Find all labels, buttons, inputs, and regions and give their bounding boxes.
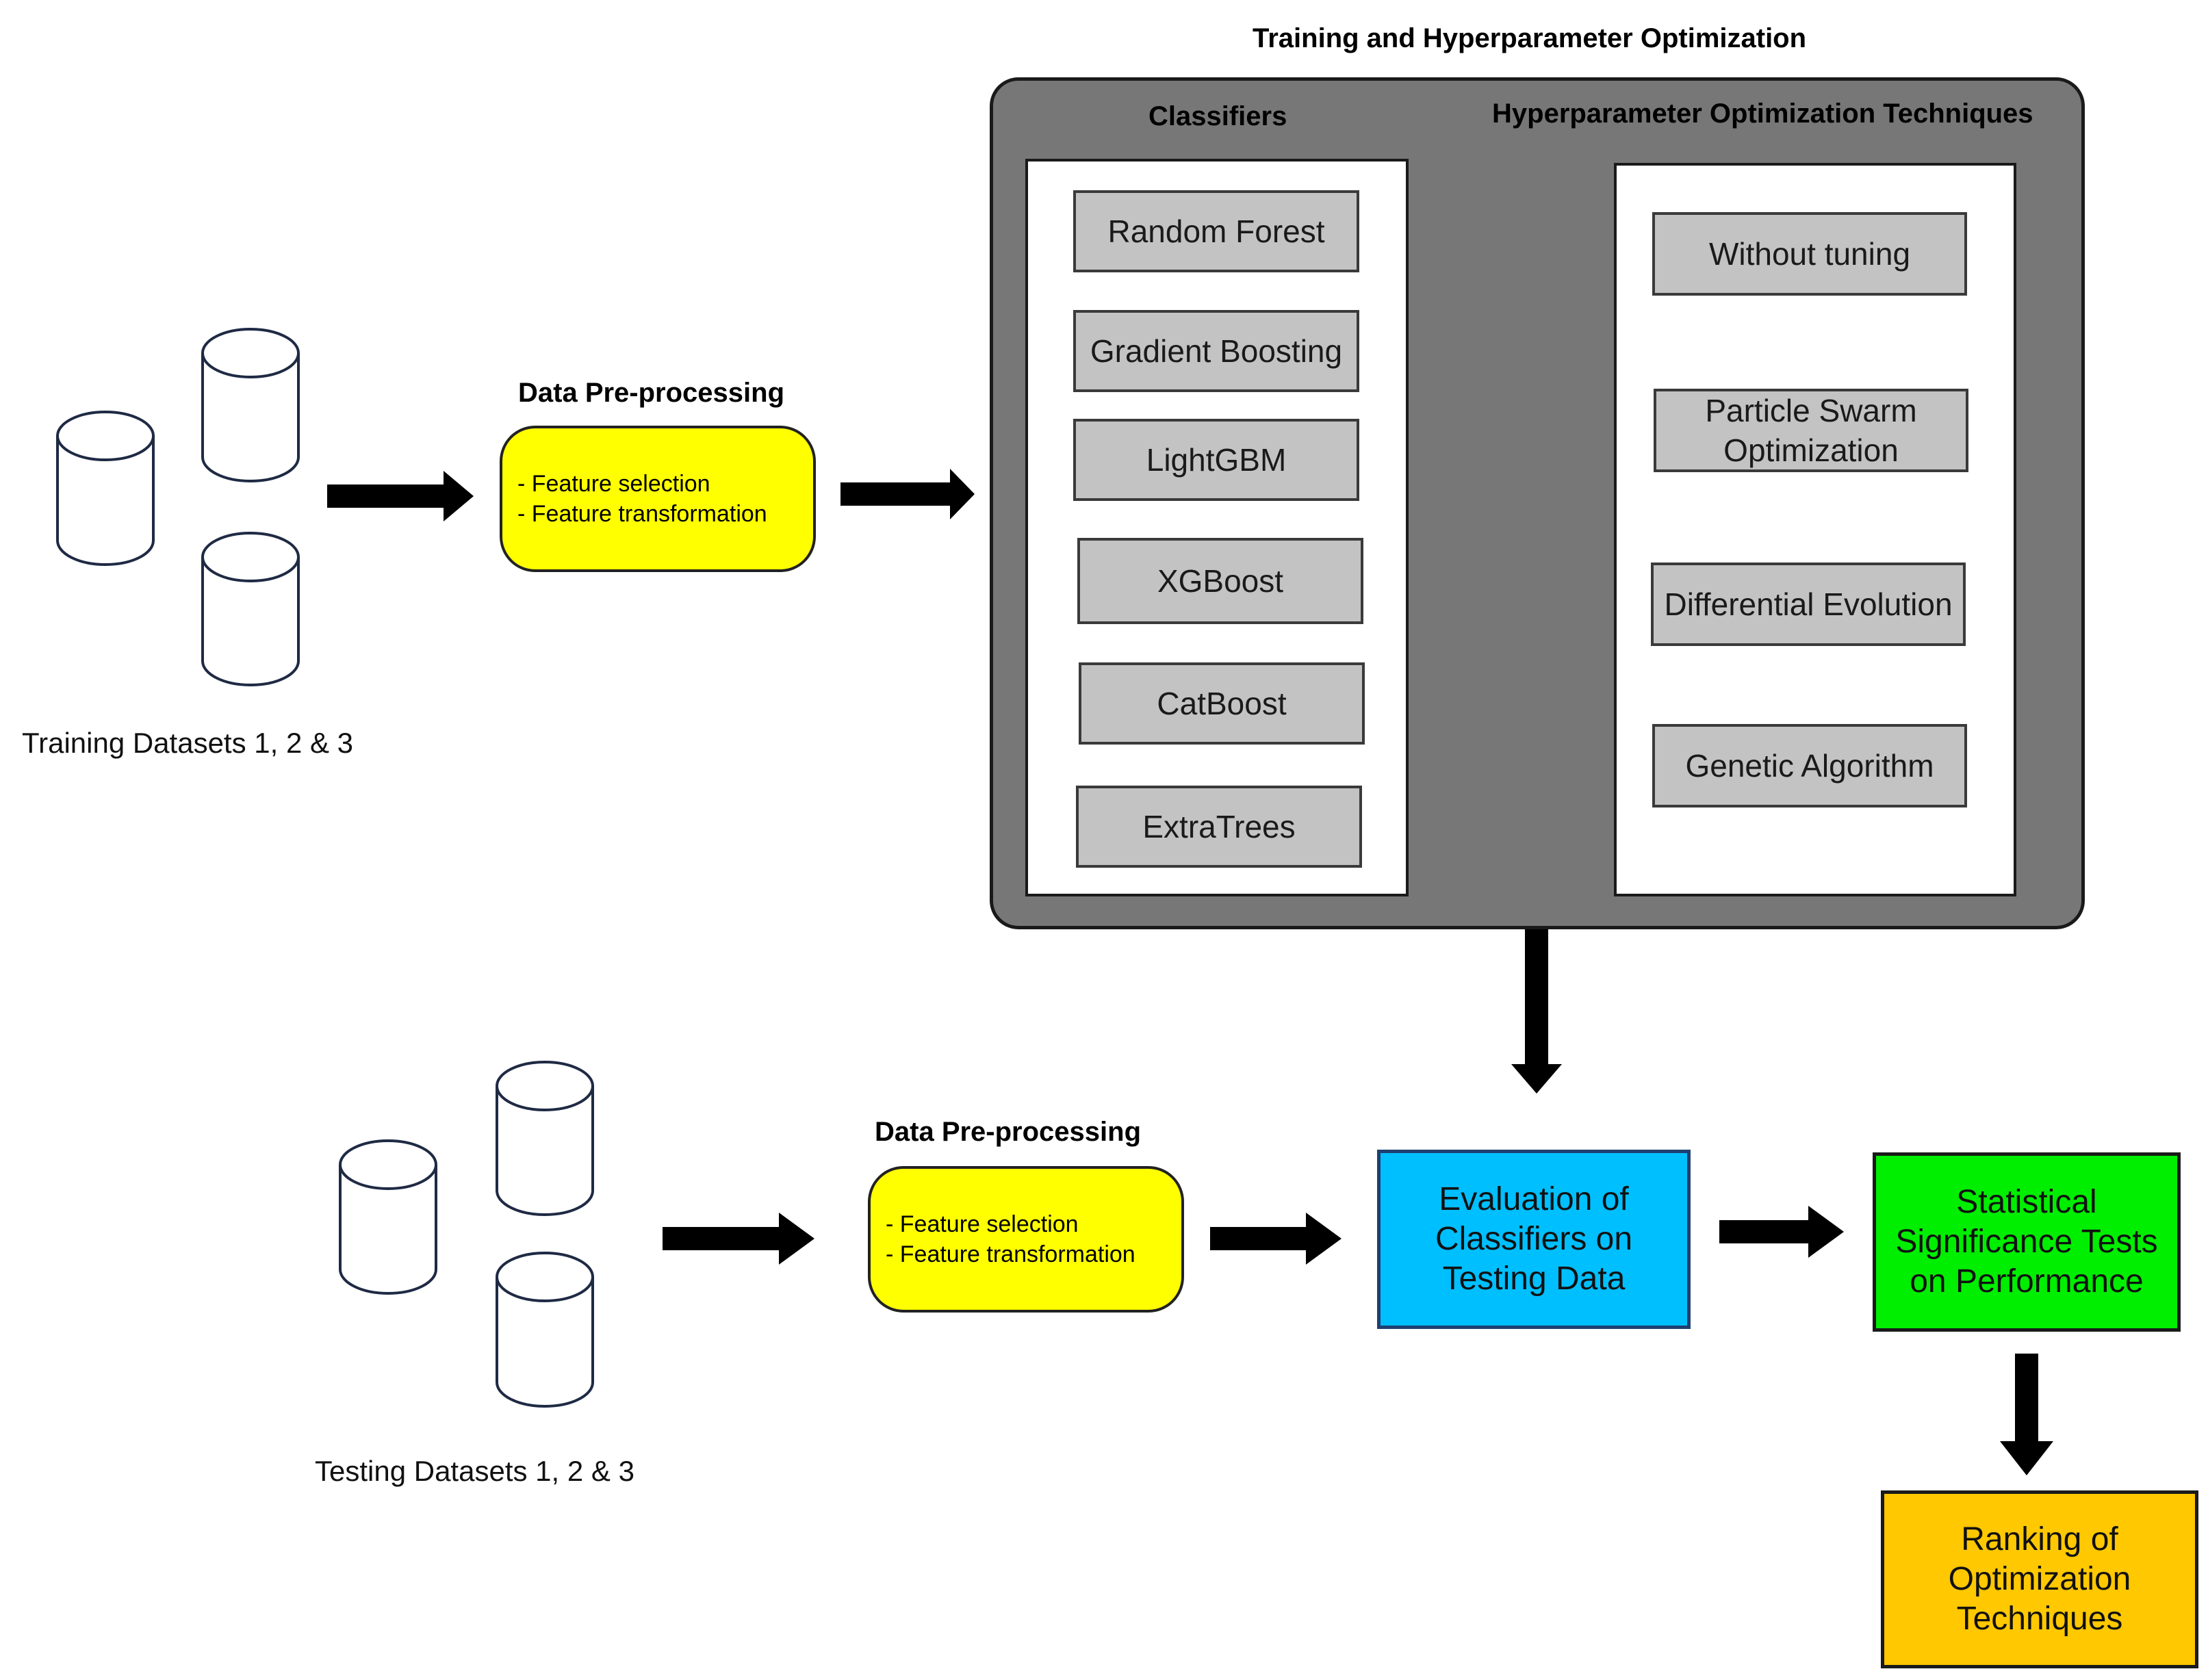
testing-preprocessing-box: - Feature selection - Feature transforma… — [868, 1166, 1184, 1313]
technique-differential-evolution: Differential Evolution — [1651, 563, 1966, 646]
training-cylinder-1 — [56, 411, 155, 566]
testing-cylinder-3 — [496, 1252, 594, 1408]
evaluation-box: Evaluation of Classifiers on Testing Dat… — [1377, 1150, 1691, 1329]
training-cylinder-3 — [201, 532, 300, 686]
panel-title: Training and Hyperparameter Optimization — [1253, 23, 1807, 53]
testing-cylinder-2 — [496, 1061, 594, 1216]
classifier-random-forest: Random Forest — [1073, 190, 1359, 272]
classifier-extratrees: ExtraTrees — [1076, 786, 1362, 868]
training-preprocessing-title: Data Pre-processing — [518, 378, 785, 408]
arrow-preprocess-to-evaluation — [1210, 1213, 1342, 1265]
training-preprocessing-line-2: - Feature transformation — [517, 501, 767, 527]
techniques-heading: Hyperparameter Optimization Techniques — [1492, 99, 2033, 129]
training-cylinder-2 — [201, 328, 300, 482]
arrow-train-to-preprocess — [327, 471, 474, 521]
technique-without-tuning: Without tuning — [1652, 212, 1967, 296]
arrow-evaluation-to-statistics — [1719, 1206, 1844, 1258]
testing-preprocessing-title: Data Pre-processing — [875, 1117, 1142, 1147]
testing-cylinder-1 — [339, 1139, 437, 1295]
training-preprocessing-box: - Feature selection - Feature transforma… — [500, 426, 816, 572]
classifier-catboost: CatBoost — [1079, 662, 1365, 745]
arrow-test-to-preprocess — [663, 1213, 814, 1265]
classifier-xgboost: XGBoost — [1077, 538, 1363, 624]
arrow-preprocess-to-panel — [840, 469, 975, 519]
ranking-box: Ranking of Optimization Techniques — [1881, 1490, 2198, 1668]
training-preprocessing-line-1: - Feature selection — [517, 471, 710, 497]
classifiers-container — [1025, 159, 1409, 896]
technique-particle-swarm: Particle Swarm Optimization — [1654, 389, 1968, 472]
classifier-lightgbm: LightGBM — [1073, 419, 1359, 501]
classifier-gradient-boosting: Gradient Boosting — [1073, 310, 1359, 392]
arrow-panel-to-evaluation — [1511, 927, 1562, 1094]
testing-datasets-label: Testing Datasets 1, 2 & 3 — [315, 1455, 634, 1487]
statistics-box: Statistical Significance Tests on Perfor… — [1873, 1152, 2181, 1332]
testing-preprocessing-line-2: - Feature transformation — [886, 1241, 1135, 1267]
training-datasets-label: Training Datasets 1, 2 & 3 — [22, 727, 354, 759]
technique-genetic-algorithm: Genetic Algorithm — [1652, 724, 1967, 807]
arrow-statistics-to-ranking — [2000, 1354, 2053, 1475]
classifiers-heading: Classifiers — [1148, 101, 1287, 131]
testing-preprocessing-line-1: - Feature selection — [886, 1211, 1079, 1237]
